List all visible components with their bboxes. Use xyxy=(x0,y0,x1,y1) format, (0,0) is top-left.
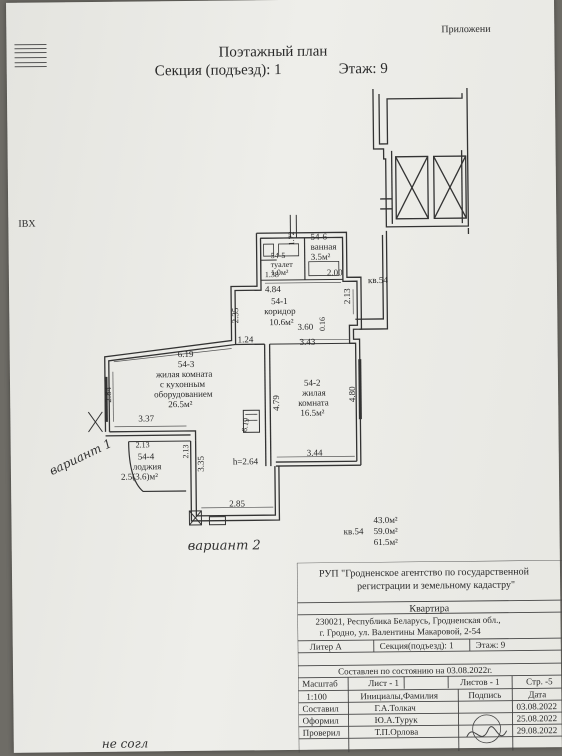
dim-label: 1.24 xyxy=(238,334,254,344)
dim-label: 3.37 xyxy=(138,413,154,423)
stamp-section: Секция(подъезд): 1 xyxy=(380,640,454,651)
stamp-initials-header: Инициалы,Фамилия xyxy=(360,690,438,701)
room-code-54-2: 54-2 xyxy=(304,378,321,388)
stamp-role: Проверил xyxy=(303,727,341,737)
stamp-type: Квартира xyxy=(409,603,449,614)
dim-label: 2.00 xyxy=(327,267,343,277)
dim-label: 3.44 xyxy=(307,448,323,458)
room-name2-54-3: с кухонным xyxy=(160,379,205,389)
dim-label: 2.35 xyxy=(230,308,240,324)
room-name1-54-3: жилая комната xyxy=(156,369,213,380)
title-block: РУП "Гродненское агентство по государств… xyxy=(297,560,562,753)
room-code-54-5: 54-5 xyxy=(271,251,286,260)
stamp-floor: Этаж: 9 xyxy=(476,640,506,650)
room-code-54-1: 54-1 xyxy=(271,296,288,306)
document-sheet: Приложени Поэтажный план Секция (подъезд… xyxy=(6,0,562,753)
dim-label: 2.13 xyxy=(181,444,190,458)
dim-label: 0.16 xyxy=(318,317,327,331)
dim-label: 3.43 xyxy=(300,337,316,347)
room-area-54-3: 26.5м² xyxy=(168,399,192,409)
dim-label: 2.85 xyxy=(229,498,245,508)
room-code-54-6: 54-6 xyxy=(310,232,327,242)
dim-label: 1.38 xyxy=(265,270,279,279)
stamp-composed: Составлен по состоянию на 03.08.2022г. xyxy=(338,665,492,677)
stamp-date: 29.08.2022 xyxy=(517,725,558,735)
dim-label: 3.60 xyxy=(297,322,313,332)
dim-label: 3.35 xyxy=(196,456,206,472)
room-code-54-3: 54-3 xyxy=(178,359,195,369)
dim-label: 2.13 xyxy=(342,288,352,304)
stamp-date: 25.08.2022 xyxy=(516,713,557,723)
room-area-54-6: 3.5м² xyxy=(311,251,331,261)
apartment-label: кв.54 xyxy=(368,275,388,285)
dim-label: 4.80 xyxy=(347,386,357,402)
stamp-role: Составил xyxy=(302,703,338,713)
stamp-sheets-header: Листов - 1 xyxy=(460,677,500,687)
room-code-54-4: 54-4 xyxy=(138,451,155,461)
floor-plan xyxy=(6,0,560,563)
stamp-sheet-header: Лист - 1 xyxy=(368,678,399,688)
stamp-page-header: Стр. -5 xyxy=(526,676,553,686)
dim-label: 1.72 xyxy=(287,231,296,245)
dim-label: 2.84 xyxy=(103,387,113,403)
stamp-address-line2: г. Гродно, ул. Валентины Макаровой, 2-54 xyxy=(320,626,481,638)
stamp-name: Ю.А.Турук xyxy=(374,715,417,725)
room-area-54-4: 2.5(3.6)м² xyxy=(121,471,158,481)
total-area-1: 43.0м² xyxy=(373,515,397,525)
stamp-litera: Литер А xyxy=(310,641,342,651)
room-name-54-1: коридор xyxy=(264,306,295,316)
stamp-role: Оформил xyxy=(302,715,338,725)
handwritten-variant-2: вариант 2 xyxy=(188,538,261,554)
dim-label: 4.79 xyxy=(271,395,281,411)
handwritten-note: не согл xyxy=(102,736,149,750)
stamp-sign-header: Подпись xyxy=(468,690,501,700)
room-name1-54-2: жилая xyxy=(302,388,326,398)
stamp-scale: 1:100 xyxy=(306,692,327,702)
totals-apartment: кв.54 xyxy=(344,526,364,536)
room-name-54-4: лоджия xyxy=(133,461,162,471)
stamp-date-header: Дата xyxy=(528,689,546,699)
stamp-address-line1: 230021, Республика Беларусь, Гродненская… xyxy=(315,615,500,627)
dim-label: 2.13 xyxy=(136,440,150,449)
ceiling-height: h=2.64 xyxy=(233,456,258,466)
total-area-3: 61.5м² xyxy=(374,537,398,547)
room-name3-54-3: оборудованием xyxy=(154,389,213,400)
room-name-54-6: ванная xyxy=(311,241,337,251)
dim-label: 6.19 xyxy=(178,349,194,359)
room-area-54-2: 16.5м² xyxy=(300,408,324,418)
stamp-date: 03.08.2022 xyxy=(516,701,557,711)
total-area-2: 59.0м² xyxy=(374,526,398,536)
stamp-name: Г.А.Толкач xyxy=(374,703,415,713)
stamp-org-line2: регистрации и земельному кадастру" xyxy=(357,580,515,593)
stamp-org-line1: РУП "Гродненское агентство по государств… xyxy=(319,566,529,579)
dim-label: 4.84 xyxy=(265,284,281,294)
room-name2-54-2: комната xyxy=(298,398,329,408)
stamp-scale-header: Масштаб xyxy=(302,678,338,688)
room-area-54-1: 10.6м² xyxy=(269,317,293,327)
stamp-name: Т.П.Орлова xyxy=(375,727,419,737)
